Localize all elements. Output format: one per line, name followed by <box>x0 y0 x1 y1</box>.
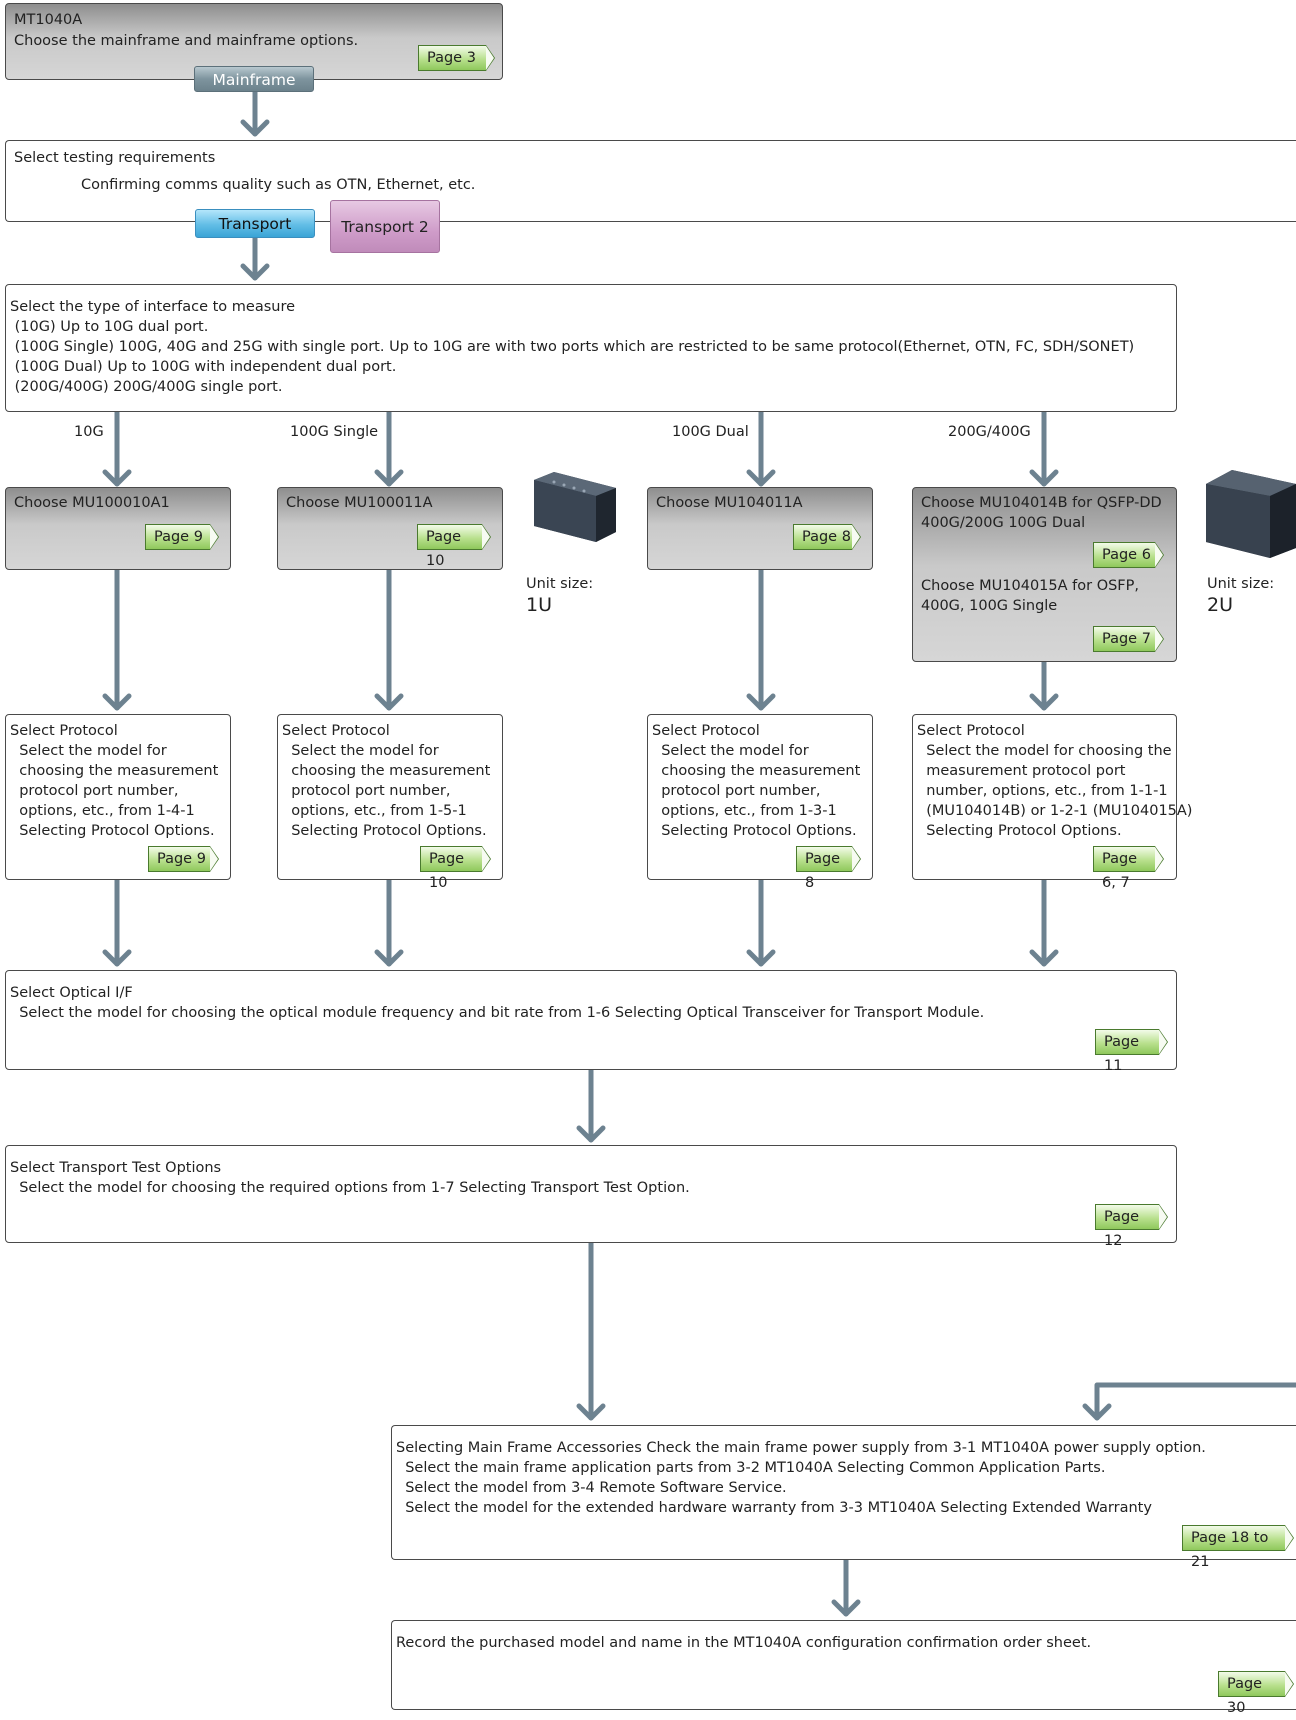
interface-100g-dual: (100G Dual) Up to 100G with independent … <box>10 359 397 375</box>
unit-1u-image <box>534 472 616 542</box>
testopts-box: Select Transport Test Options Select the… <box>5 1145 1177 1249</box>
transport2-tag[interactable]: Transport 2 <box>330 200 440 253</box>
protocol-title: Select Protocol <box>917 723 1025 739</box>
accessories-text: Select the model for the extended hardwa… <box>396 1500 1152 1516</box>
protocol-box-200g-400g: Select Protocol Select the model for cho… <box>912 714 1192 891</box>
interface-400g: (200G/400G) 200G/400G single port. <box>10 379 283 395</box>
module-page-link[interactable]: Page 6 <box>1093 542 1164 568</box>
protocol-title: Select Protocol <box>652 723 760 739</box>
protocol-title: Select Protocol <box>10 723 118 739</box>
requirements-desc: Confirming comms quality such as OTN, Et… <box>81 177 476 193</box>
mainframe-model: MT1040A <box>14 12 83 28</box>
protocol-text: Selecting Protocol Options. <box>917 823 1122 839</box>
protocol-text: choosing the measurement <box>282 763 491 779</box>
testopts-page-link[interactable]: Page 12 <box>1095 1204 1168 1249</box>
interface-10g: (10G) Up to 10G dual port. <box>10 319 209 335</box>
module-box-mu104011a: Choose MU104011A Page 8 <box>647 487 873 570</box>
protocol-page-link[interactable]: Page 10 <box>420 846 491 891</box>
module-box-mu100010a1: Choose MU100010A1 Page 9 <box>5 487 231 570</box>
protocol-text: protocol port number, <box>282 783 451 799</box>
protocol-text: options, etc., from 1-3-1 <box>652 803 837 819</box>
protocol-text: (MU104014B) or 1-2-1 (MU104015A) <box>917 803 1193 819</box>
branch-label-100g-single: 100G Single <box>290 424 379 440</box>
module-page-link[interactable]: Page 10 <box>417 524 491 569</box>
testopts-title: Select Transport Test Options <box>10 1160 222 1176</box>
module-page-link[interactable]: Page 9 <box>145 524 219 550</box>
unit-2u-label: Unit size: <box>1207 576 1275 592</box>
protocol-box-100g-dual: Select Protocol Select the model for cho… <box>647 714 873 891</box>
interface-box: Select the type of interface to measure … <box>5 284 1177 412</box>
module-title: Choose MU104011A <box>656 495 803 511</box>
protocol-text: Selecting Protocol Options. <box>652 823 857 839</box>
record-page-link[interactable]: Page 30 <box>1218 1671 1294 1716</box>
requirements-title: Select testing requirements <box>14 150 216 166</box>
module-subtitle-2: 400G, 100G Single <box>921 598 1058 614</box>
protocol-text: Select the model for choosing the <box>917 743 1172 759</box>
module-page-link[interactable]: Page 8 <box>793 524 861 550</box>
protocol-text: number, options, etc., from 1-1-1 <box>917 783 1168 799</box>
accessories-page-link[interactable]: Page 18 to 21 <box>1182 1525 1294 1570</box>
optical-desc: Select the model for choosing the optica… <box>10 1005 985 1021</box>
record-box: Record the purchased model and name in t… <box>391 1620 1296 1716</box>
protocol-text: Select the model for <box>652 743 809 759</box>
unit-2u-image <box>1206 470 1296 558</box>
module-box-mu104014b: Choose MU104014B for QSFP-DD 400G/200G 1… <box>912 487 1177 662</box>
protocol-box-100g-single: Select Protocol Select the model for cho… <box>277 714 503 891</box>
optical-page-link[interactable]: Page 11 <box>1095 1029 1168 1074</box>
interface-title: Select the type of interface to measure <box>10 299 296 315</box>
interface-100g-single: (100G Single) 100G, 40G and 25G with sin… <box>10 339 1135 355</box>
accessories-text: Select the main frame application parts … <box>396 1460 1106 1476</box>
protocol-page-link[interactable]: Page 8 <box>796 846 861 891</box>
module-title: Choose MU100010A1 <box>14 495 170 511</box>
unit-1u-label: Unit size: <box>526 576 594 592</box>
optical-title: Select Optical I/F <box>10 985 133 1001</box>
protocol-text: choosing the measurement <box>10 763 219 779</box>
module-box-mu100011a: Choose MU100011A Page 10 <box>277 487 503 570</box>
protocol-text: options, etc., from 1-5-1 <box>282 803 467 819</box>
branch-label-200g-400g: 200G/400G <box>948 424 1031 440</box>
accessories-box: Selecting Main Frame Accessories Check t… <box>391 1425 1296 1570</box>
protocol-text: Select the model for <box>282 743 439 759</box>
module-title-2: Choose MU104015A for OSFP, <box>921 578 1140 594</box>
transport-tag[interactable]: Transport <box>195 209 315 238</box>
branch-label-100g-dual: 100G Dual <box>672 424 749 440</box>
protocol-text: Selecting Protocol Options. <box>282 823 487 839</box>
record-text: Record the purchased model and name in t… <box>396 1635 1092 1651</box>
protocol-text: options, etc., from 1-4-1 <box>10 803 195 819</box>
module-page-link-2[interactable]: Page 7 <box>1093 626 1164 652</box>
accessories-text: Select the model from 3-4 Remote Softwar… <box>396 1480 787 1496</box>
module-title: Choose MU104014B for QSFP-DD <box>921 495 1162 511</box>
protocol-text: protocol port number, <box>652 783 821 799</box>
accessories-title: Selecting Main Frame Accessories Check t… <box>396 1440 1206 1456</box>
protocol-text: protocol port number, <box>10 783 179 799</box>
protocol-box-10g: Select Protocol Select the model for cho… <box>5 714 231 880</box>
protocol-page-link[interactable]: Page 9 <box>148 846 219 872</box>
protocol-text: measurement protocol port <box>917 763 1126 779</box>
protocol-page-link[interactable]: Page 6, 7 <box>1093 846 1164 891</box>
optical-box: Select Optical I/F Select the model for … <box>5 970 1177 1074</box>
protocol-text: Select the model for <box>10 743 167 759</box>
testopts-desc: Select the model for choosing the requir… <box>10 1180 690 1196</box>
protocol-title: Select Protocol <box>282 723 390 739</box>
unit-1u-size: 1U <box>526 594 552 616</box>
branch-label-10g: 10G <box>74 424 104 440</box>
mainframe-page-link[interactable]: Page 3 <box>418 45 495 71</box>
protocol-text: choosing the measurement <box>652 763 861 779</box>
requirements-box: Select testing requirements Confirming c… <box>5 140 1296 222</box>
mainframe-tag[interactable]: Mainframe <box>194 66 314 92</box>
protocol-text: Selecting Protocol Options. <box>10 823 215 839</box>
mainframe-desc: Choose the mainframe and mainframe optio… <box>14 33 359 49</box>
module-subtitle: 400G/200G 100G Dual <box>921 515 1086 531</box>
unit-2u-size: 2U <box>1207 594 1233 616</box>
module-title: Choose MU100011A <box>286 495 433 511</box>
